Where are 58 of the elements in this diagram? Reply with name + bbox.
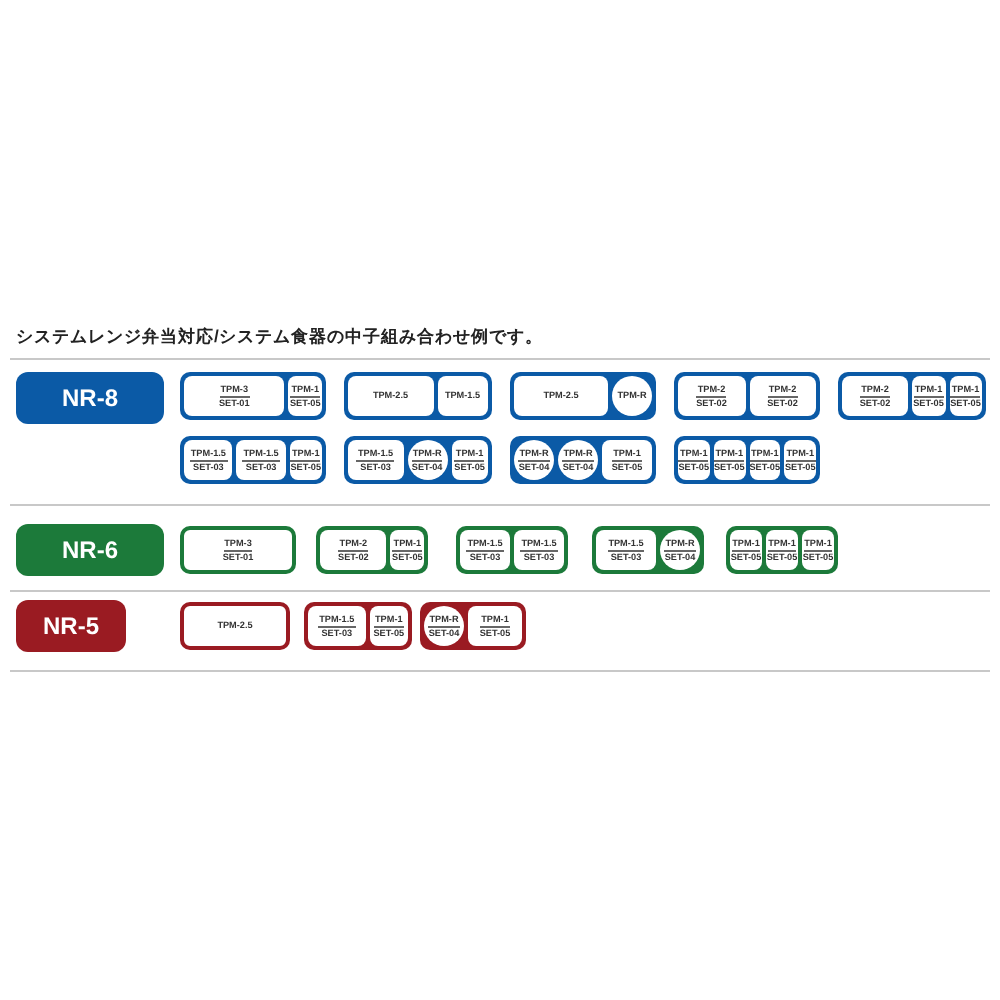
- compartment: [369, 606, 408, 646]
- round-compartment: [514, 440, 554, 480]
- compartment: [749, 376, 816, 416]
- tray: [180, 372, 326, 420]
- compartment: [949, 376, 982, 416]
- tray: [304, 602, 412, 650]
- size-label: NR-6: [16, 524, 164, 576]
- compartment: [348, 440, 404, 480]
- tray: [592, 526, 704, 574]
- round-compartment: [424, 606, 464, 646]
- compartment: [784, 440, 816, 480]
- tray: [456, 526, 568, 574]
- compartment: [514, 376, 608, 416]
- tray: [838, 372, 986, 420]
- compartment: [451, 440, 488, 480]
- compartment: [320, 530, 387, 570]
- compartment: [184, 440, 233, 480]
- compartment: [236, 440, 286, 480]
- round-compartment: [407, 440, 448, 480]
- compartment: [678, 440, 710, 480]
- tray: [674, 372, 820, 420]
- tray: [344, 372, 492, 420]
- heading: システムレンジ弁当対応/システム食器の中子組み合わせ例です。: [16, 326, 543, 350]
- tray: [180, 602, 290, 650]
- compartment: [602, 440, 652, 480]
- size-label: NR-8: [16, 372, 164, 424]
- compartment: [730, 530, 762, 570]
- tray: [316, 526, 428, 574]
- tray: [344, 436, 492, 484]
- compartment: [596, 530, 656, 570]
- compartment: [766, 530, 798, 570]
- compartment: [184, 376, 285, 416]
- compartment: [308, 606, 366, 646]
- tray: [726, 526, 838, 574]
- compartment: [842, 376, 908, 416]
- compartment: [749, 440, 781, 480]
- round-compartment: [612, 376, 652, 416]
- round-compartment: [660, 530, 700, 570]
- compartment: [390, 530, 424, 570]
- round-compartment: [558, 440, 598, 480]
- tray: [180, 436, 326, 484]
- compartment: [468, 606, 522, 646]
- tray: [510, 372, 656, 420]
- compartment: [289, 440, 322, 480]
- compartment: [678, 376, 745, 416]
- tray: [510, 436, 656, 484]
- compartment: [912, 376, 945, 416]
- compartment: [437, 376, 488, 416]
- compartment: [460, 530, 510, 570]
- tray: [180, 526, 296, 574]
- compartment: [348, 376, 433, 416]
- size-label: NR-5: [16, 600, 126, 652]
- compartment: [802, 530, 834, 570]
- tray: [420, 602, 526, 650]
- compartment: [713, 440, 745, 480]
- tray: [674, 436, 820, 484]
- compartment: [288, 376, 322, 416]
- compartment: [514, 530, 564, 570]
